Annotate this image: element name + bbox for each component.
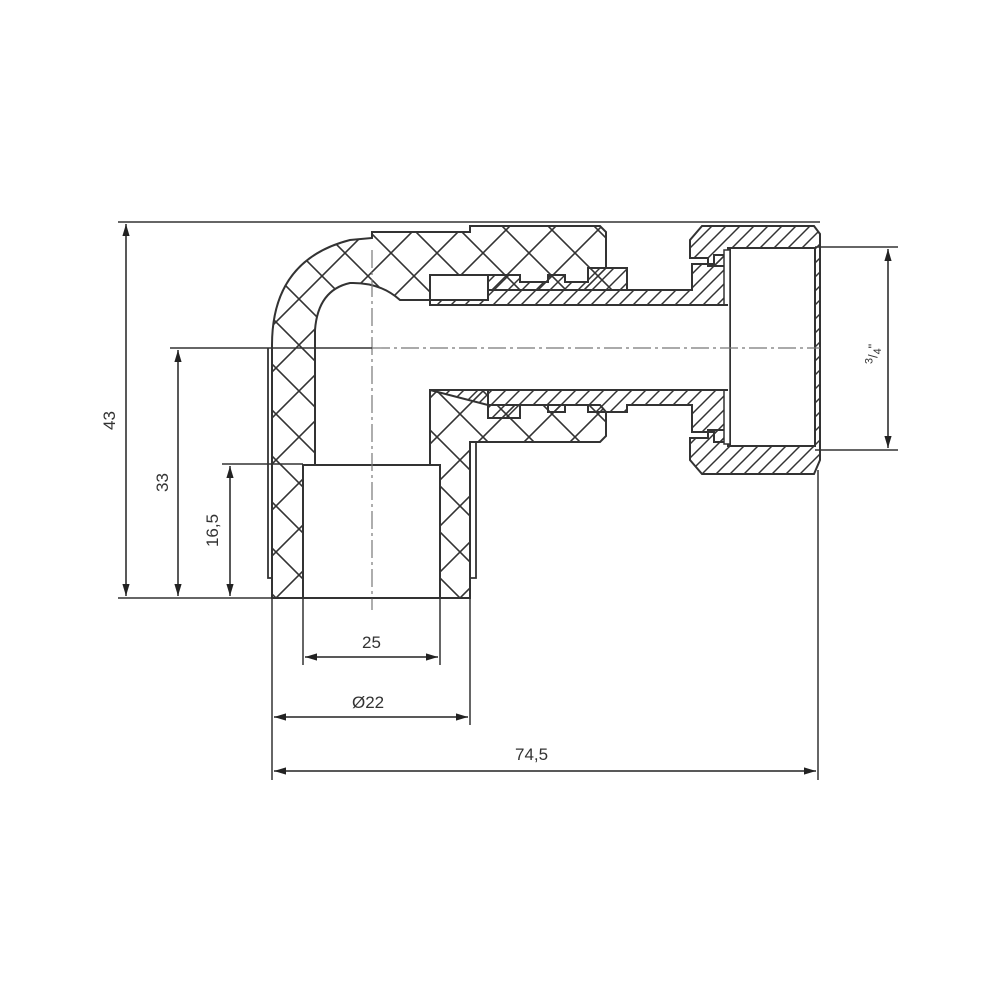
label-socket-bore: 25: [362, 633, 381, 652]
label-socket-depth: 16,5: [203, 513, 223, 548]
label-overall-length: 74,5: [515, 745, 549, 764]
dimension-lines: [122, 224, 892, 775]
nut-bore: [729, 247, 816, 447]
center-lines: [371, 250, 820, 610]
label-height-centerline: 33: [152, 473, 172, 492]
extension-lines: [118, 221, 898, 780]
label-thread-size: 3/4": [863, 343, 885, 365]
label-pipe-diameter: Ø22: [352, 693, 385, 712]
label-height-total: 43: [99, 411, 119, 430]
